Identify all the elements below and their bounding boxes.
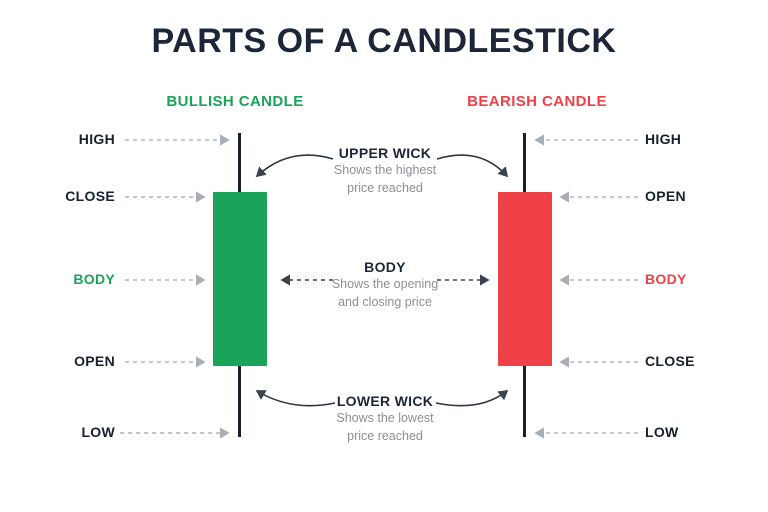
body-desc-line2: and closing price bbox=[338, 295, 432, 309]
lower-wick-title: LOWER WICK bbox=[336, 393, 434, 409]
lower-wick-desc-line1: Shows the lowest bbox=[336, 411, 434, 425]
label-left-low: LOW bbox=[81, 424, 115, 440]
bearish-candle-body bbox=[498, 192, 552, 366]
upper-wick-title: UPPER WICK bbox=[338, 145, 432, 161]
body-annotation: BODY Shows the opening and closing price bbox=[300, 259, 470, 311]
lower-wick-desc-line2: price reached bbox=[347, 429, 423, 443]
label-left-close: CLOSE bbox=[65, 188, 115, 204]
label-right-low: LOW bbox=[645, 424, 679, 440]
page-title: PARTS OF A CANDLESTICK bbox=[151, 22, 617, 60]
upper-wick-annotation: UPPER WICK Shows the highest price reach… bbox=[300, 145, 470, 197]
bearish-candle-header: BEARISH CANDLE bbox=[467, 93, 607, 110]
label-right-open: OPEN bbox=[645, 188, 686, 204]
label-right-close: CLOSE bbox=[645, 353, 695, 369]
label-left-open: OPEN bbox=[74, 353, 115, 369]
label-left-body: BODY bbox=[73, 271, 115, 287]
lower-wick-annotation: LOWER WICK Shows the lowest price reache… bbox=[300, 393, 470, 445]
body-title: BODY bbox=[364, 259, 406, 275]
bullish-candle-body bbox=[213, 192, 267, 366]
label-right-high: HIGH bbox=[645, 131, 682, 147]
upper-wick-desc-line1: Shows the highest bbox=[333, 163, 437, 177]
body-desc-line1: Shows the opening bbox=[331, 277, 439, 291]
upper-wick-desc-line2: price reached bbox=[347, 181, 423, 195]
label-left-high: HIGH bbox=[78, 131, 115, 147]
label-right-body: BODY bbox=[645, 271, 687, 287]
bullish-candle-header: BULLISH CANDLE bbox=[166, 93, 304, 110]
